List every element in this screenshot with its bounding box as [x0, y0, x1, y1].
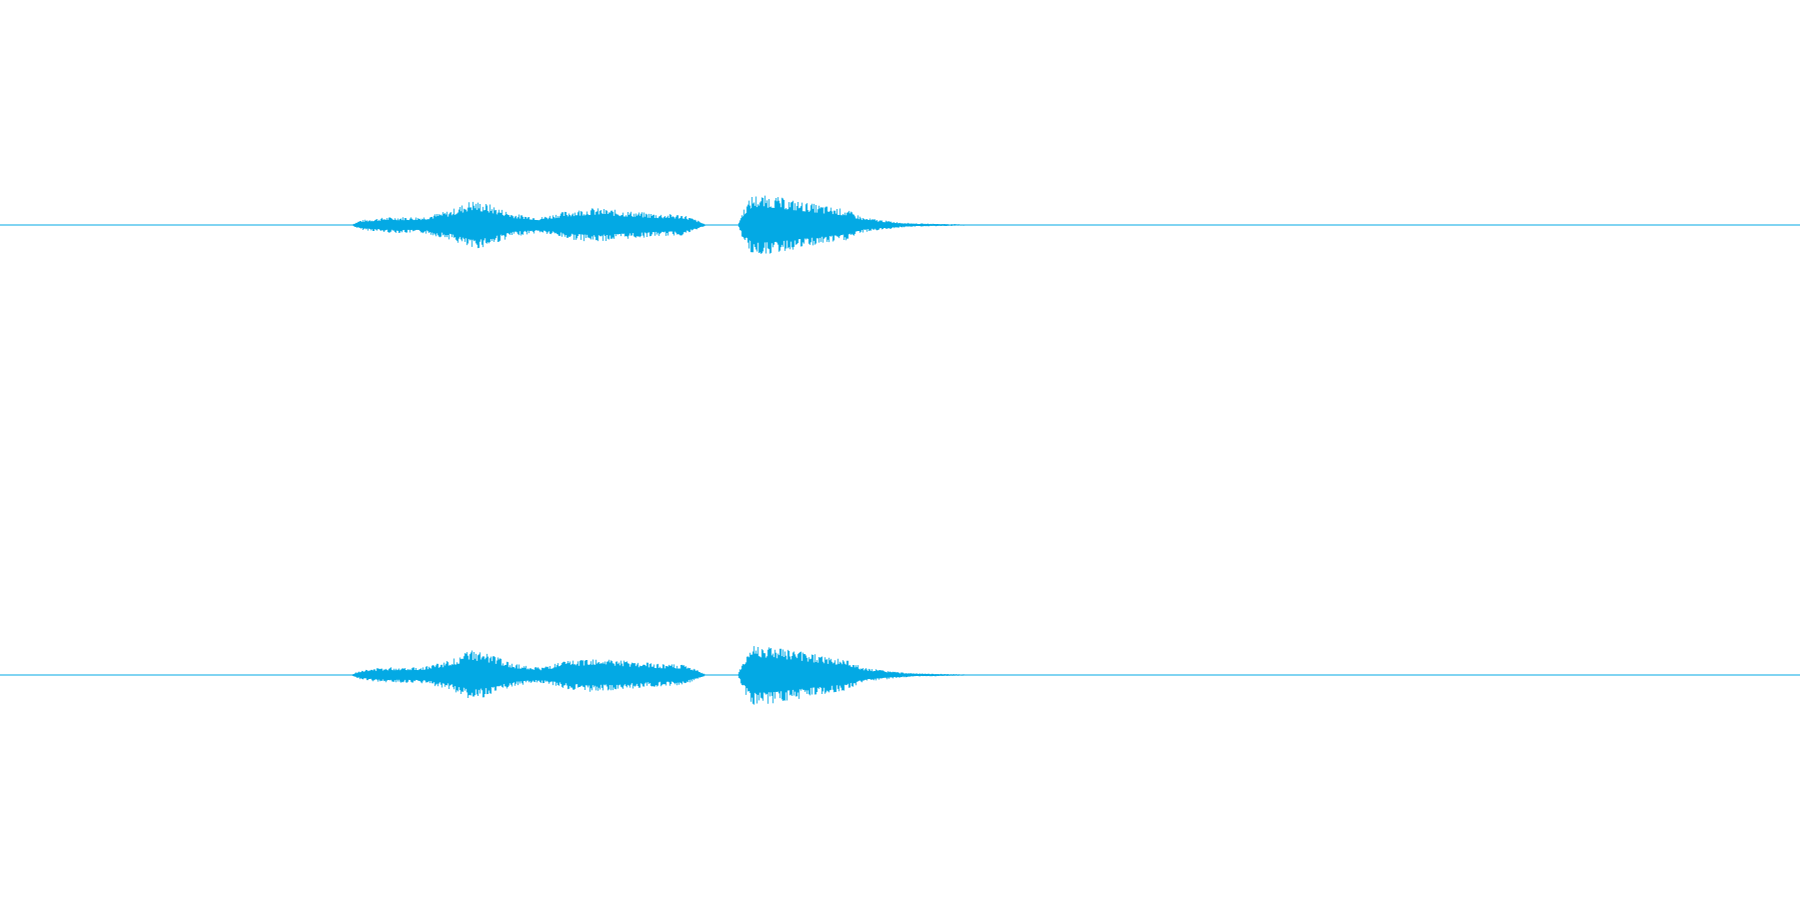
waveform-channel-1-plot [0, 195, 1800, 254]
waveform-samples [351, 646, 981, 705]
waveform-samples [351, 195, 981, 254]
waveform-channel-2-plot [0, 646, 1800, 705]
waveform-channel-1 [0, 195, 1800, 254]
waveform-channel-1-wave [0, 195, 1800, 254]
waveform-channel-2 [0, 450, 1800, 900]
waveform-channel-2-wave [0, 646, 1800, 705]
